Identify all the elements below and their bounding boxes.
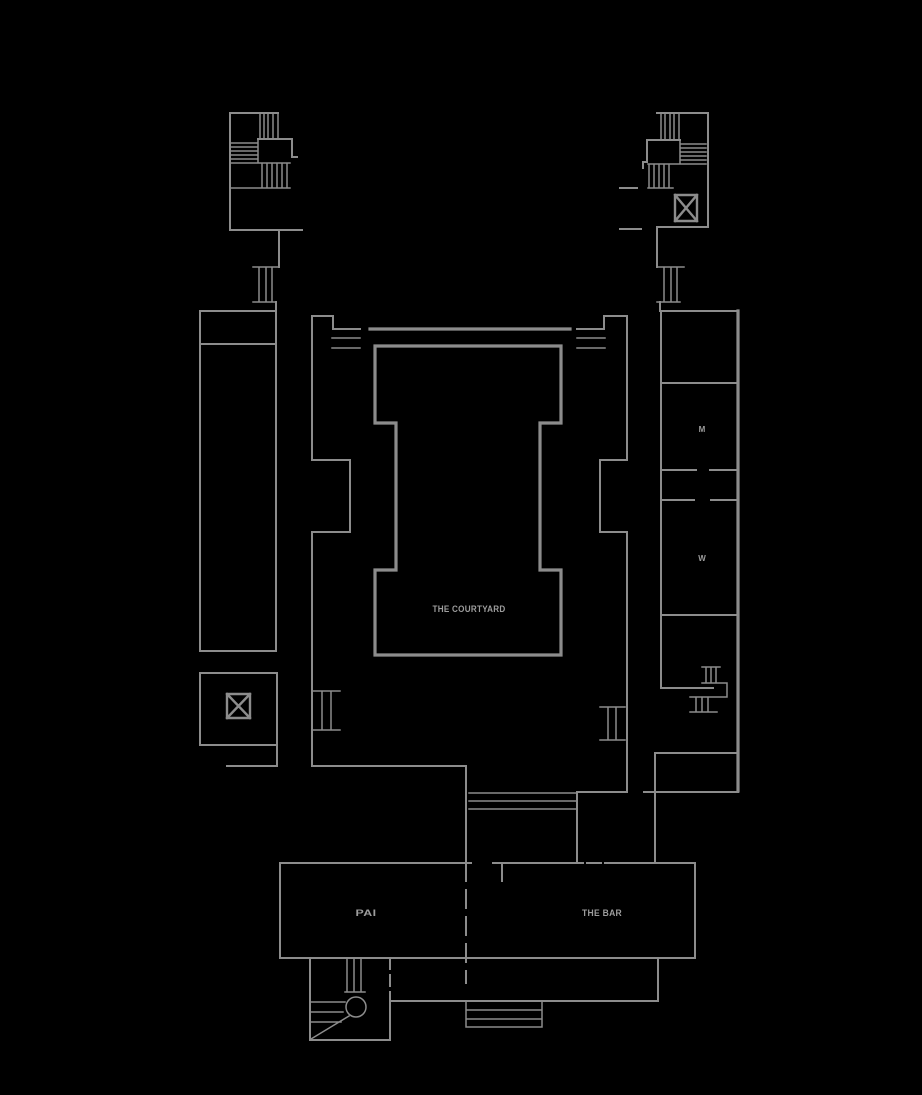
ladder-stair	[252, 266, 280, 303]
west-wall-stubs	[619, 187, 642, 230]
courtyard-room: THE COURTYARD	[373, 344, 563, 657]
west-wall-steps	[312, 690, 341, 731]
entry-walls	[389, 957, 659, 1002]
south-corridor	[468, 791, 739, 864]
spiral-stair-newel	[345, 996, 367, 1018]
gallery-walls	[199, 310, 277, 652]
north-door-leafs	[331, 337, 606, 349]
service-room-walls	[199, 672, 278, 767]
stair-treads	[647, 112, 707, 189]
spiral-stair-treads	[309, 957, 366, 1041]
entry-steps	[465, 1000, 543, 1028]
elevator-northeast-icon	[673, 193, 699, 223]
ladder-stair	[656, 266, 685, 303]
south-outer-wall	[312, 765, 467, 864]
stairwell-walls	[642, 112, 709, 268]
womens-restroom-label: W	[698, 554, 706, 563]
stairwell-walls	[229, 112, 303, 268]
mens-restroom-label: M	[699, 425, 706, 434]
corridor-walls	[576, 791, 739, 864]
south-entry	[309, 957, 659, 1041]
courtyard-walls	[373, 344, 563, 657]
west-outer-wall	[311, 315, 351, 767]
east-wall-steps	[599, 706, 626, 741]
northwest-stairwell	[229, 112, 303, 312]
west-wing	[199, 310, 278, 767]
elevator-southwest-icon	[225, 692, 252, 720]
bar-label: THE BAR	[582, 908, 622, 918]
main-hall-shell	[311, 315, 628, 864]
elevator-box	[673, 193, 699, 223]
bar-outer-walls	[279, 862, 696, 959]
switchback-stairs	[689, 666, 728, 713]
east-outer-wall	[599, 315, 628, 791]
stair-treads	[229, 112, 291, 189]
northeast-stairwell	[619, 112, 709, 312]
bar-block: PAI THE BAR	[279, 862, 696, 984]
corridor-steps	[468, 792, 578, 810]
east-wing-walls	[654, 310, 739, 864]
east-wing: M W	[654, 309, 740, 864]
pai-label: PAI	[356, 908, 377, 918]
north-corner-steps	[311, 315, 628, 330]
elevator-box	[225, 692, 252, 720]
courtyard-label: THE COURTYARD	[433, 604, 506, 614]
